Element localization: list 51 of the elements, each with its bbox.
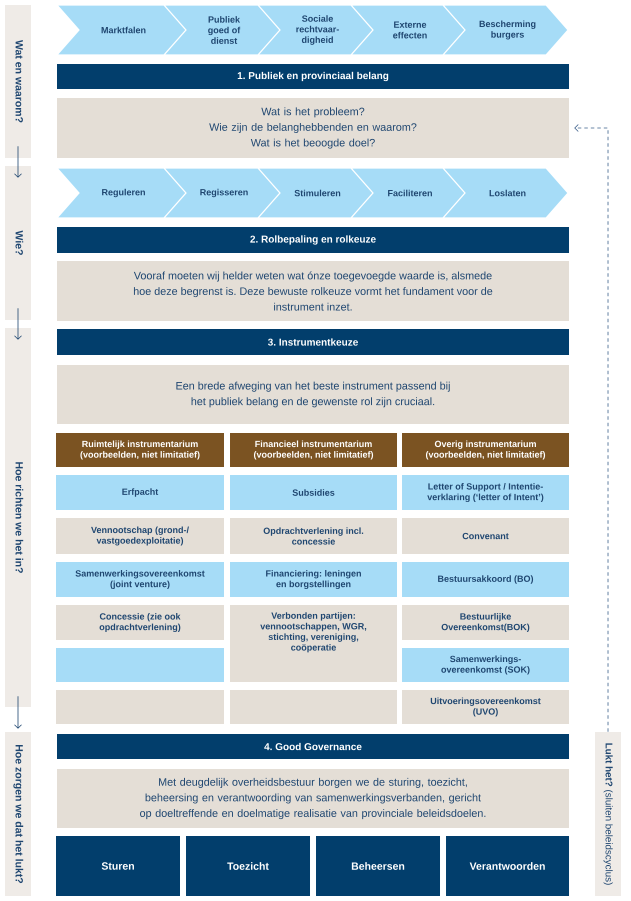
label-box: Sturen xyxy=(56,836,180,896)
process-step: Regisseren xyxy=(162,167,281,219)
process-step: Publiek goed of dienst xyxy=(162,4,281,56)
instrument-cell: Bestuursakkoord (BO) xyxy=(402,562,569,597)
label-box: Beheersen xyxy=(316,836,440,896)
process-step: Stimuleren xyxy=(256,167,374,219)
empty-cell xyxy=(230,690,397,724)
empty-cell xyxy=(56,690,224,724)
side-label-band: Wie? xyxy=(5,166,31,320)
instrument-cell: Vennootschap (grond-/ vastgoedexploitatie) xyxy=(56,518,224,554)
instrument-cell: Opdrachtverlening incl. concessie xyxy=(230,518,397,554)
column-header: Financieel instrumentarium (voorbeelden, niet limitatief) xyxy=(230,433,397,467)
instrument-cell: Bestuurlijke Overeenkomst(BOK) xyxy=(402,605,569,640)
section-header-bar: 2. Rolbepaling en rolkeuze xyxy=(57,227,569,253)
text-box: Vooraf moeten wij helder weten wat ónze toegevoegde waarde is, alsmede hoe deze begrenst is. Deze bewuste rolkeuze vormt het fundament voor de instrument inzet. xyxy=(57,261,569,321)
text-box: Wat is het probleem? Wie zijn de belanghebbenden en waarom? Wat is het beoogde doel? xyxy=(57,98,569,158)
empty-cell xyxy=(56,648,224,682)
instrument-cell: Erfpacht xyxy=(56,475,224,510)
process-step: Loslaten xyxy=(442,167,569,219)
process-step: Marktfalen xyxy=(56,4,187,56)
process-step: Bescherming burgers xyxy=(442,4,569,56)
section-header-bar: 3. Instrumentkeuze xyxy=(57,329,569,355)
side-label-band: Lukt het? (sluiten beleidscyclus) xyxy=(595,732,621,896)
process-step: Externe effecten xyxy=(350,4,466,56)
instrument-cell: Samenwerkings- overeenkomst (SOK) xyxy=(402,648,569,682)
column-header: Ruimtelijk instrumentarium (voorbeelden, niet limitatief) xyxy=(56,433,224,467)
instrument-cell: Uitvoeringsovereenkomst (UVO) xyxy=(402,690,569,724)
side-label-band: Hoe richten we het in? xyxy=(5,328,31,707)
arrow xyxy=(14,146,22,178)
side-label-band: Wat en waarom? xyxy=(5,5,31,158)
instrument-cell: Letter of Support / Intentie- verklaring (‘letter of Intent’) xyxy=(402,475,569,510)
process-step: Sociale rechtvaar- digheid xyxy=(256,4,374,56)
side-label-band: Hoe zorgen we dat het lukt? xyxy=(5,732,31,896)
instrument-cell: Concessie (zie ook opdrachtverlening) xyxy=(56,605,224,640)
text-box: Een brede afweging van het beste instrument passend bij het publiek belang en de gewenste rol zijn cruciaal. xyxy=(57,365,569,424)
section-header-bar: 1. Publiek en provinciaal belang xyxy=(57,64,569,89)
instrument-cell: Convenant xyxy=(402,518,569,554)
instrument-cell: Verbonden partijen: vennootschappen, WGR, stichting, vereniging, coöperatie xyxy=(230,605,397,682)
instrument-cell: Samenwerkingsovereenkomst (joint venture) xyxy=(56,562,224,597)
text-box: Met deugdelijk overheidsbestuur borgen we de sturing, toezicht, beheersing en verantwoording van samenwerkingsverbanden, gericht op doeltreffende en doelmatige realisatie van provinciale beleidsdoelen. xyxy=(57,769,569,828)
column-header: Overig instrumentarium (voorbeelden, niet limitatief) xyxy=(402,433,569,467)
instrument-cell: Subsidies xyxy=(230,475,397,510)
instrument-cell: Financiering: leningen en borgstellingen xyxy=(230,562,397,597)
arrow xyxy=(14,308,22,340)
arrow xyxy=(14,696,22,729)
process-step: Reguleren xyxy=(56,167,187,219)
label-box: Toezicht xyxy=(186,836,310,896)
process-step: Faciliteren xyxy=(350,167,466,219)
dashed-arrow xyxy=(574,124,608,732)
label-box: Verantwoorden xyxy=(446,836,569,896)
section-header-bar: 4. Good Governance xyxy=(57,734,569,759)
